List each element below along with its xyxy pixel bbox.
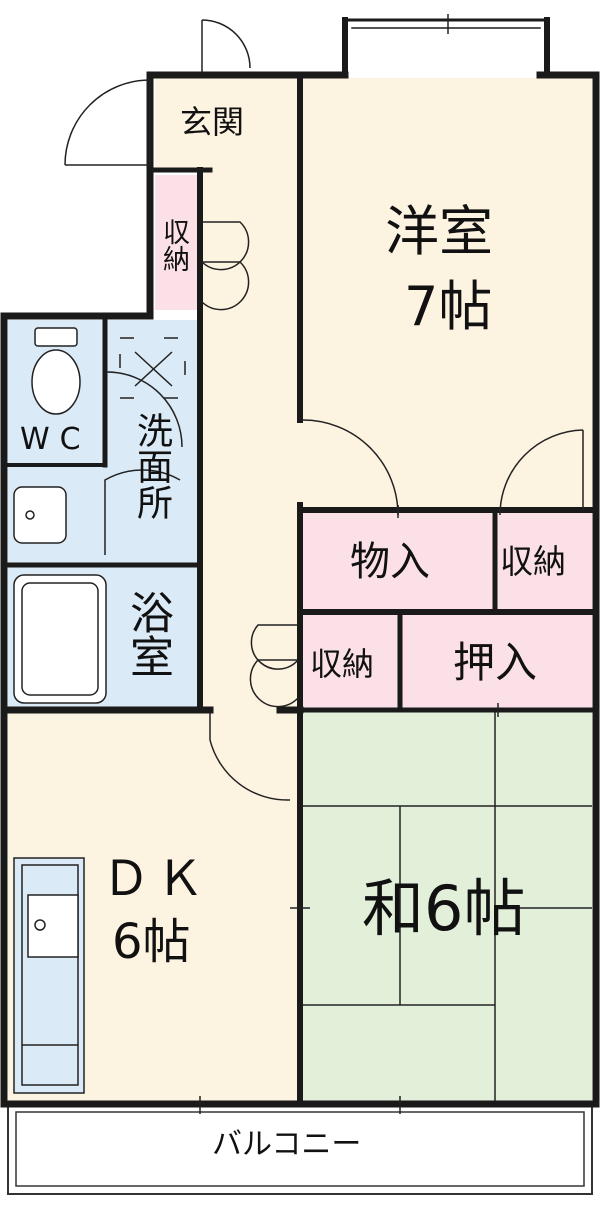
western-room-name: 洋室	[385, 200, 493, 263]
hall-storage-label: 収納	[158, 218, 189, 272]
washer-icon	[119, 337, 186, 399]
storage-c-doors	[249, 624, 299, 708]
entrance-door	[64, 19, 251, 166]
storage-b-label: 収納	[500, 542, 566, 581]
washroom-label: 洗面所	[131, 412, 172, 520]
toilet-icon	[31, 327, 81, 415]
dk-name-label: ＤＫ	[102, 851, 211, 907]
washroom-door	[104, 469, 181, 555]
dk-size-label: 6帖	[112, 914, 191, 970]
wash-basin-icon	[13, 486, 67, 544]
washroom-floor	[105, 320, 200, 565]
balcony-label: バルコニー	[212, 1127, 362, 1162]
balcony-rail	[15, 1111, 585, 1187]
hall-storage-floor	[155, 175, 200, 310]
japanese-room-floor	[300, 710, 592, 1102]
closet-floor	[300, 512, 495, 612]
western-room-doors	[302, 419, 584, 516]
western-room-floor	[300, 78, 592, 510]
storage-c-label: 収納	[310, 645, 375, 683]
kitchen-counter-icon	[13, 857, 85, 1094]
closet-label: 物入	[350, 539, 430, 585]
wc-door	[106, 371, 183, 448]
hall-storage-doors	[201, 221, 250, 311]
storage-b-floor	[495, 512, 592, 612]
bathtub-icon	[13, 574, 107, 704]
balcony-area	[7, 1103, 593, 1195]
hallway-floor	[200, 170, 300, 710]
wc-label: WC	[20, 422, 91, 457]
dk-door	[209, 712, 291, 801]
entrance-floor	[155, 78, 300, 170]
window-marks	[199, 14, 499, 1114]
walls	[0, 17, 600, 1108]
tatami-lines	[300, 710, 592, 1102]
storage-c-floor	[300, 615, 400, 710]
japanese-room-label: 和6帖	[362, 872, 526, 945]
bath-label: 浴室	[122, 590, 173, 678]
entrance-label: 玄関	[180, 103, 245, 141]
oshiire-floor	[400, 615, 592, 710]
western-room-size: 7帖	[404, 275, 493, 338]
oshiire-label: 押入	[453, 638, 538, 687]
